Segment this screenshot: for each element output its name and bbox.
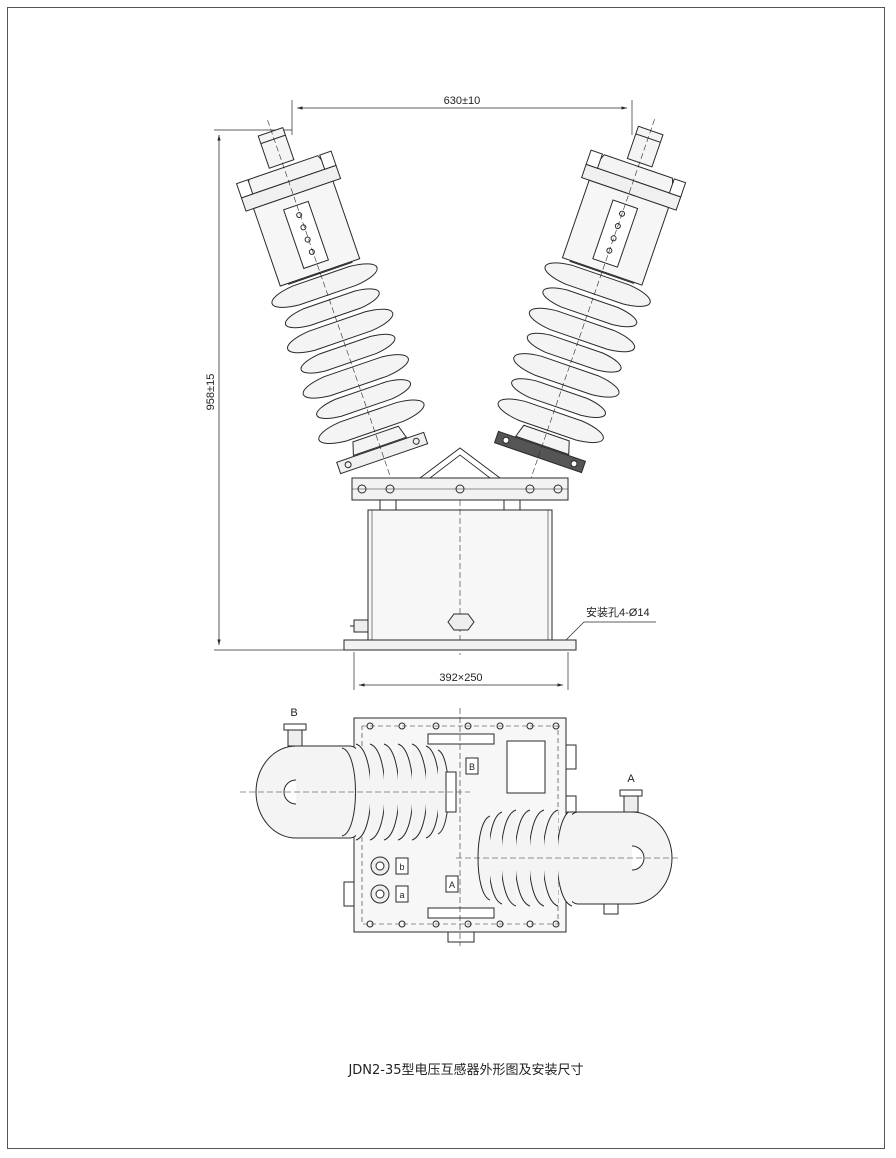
- top-width-dimension: 630±10: [291, 95, 633, 135]
- right-bushing: [493, 119, 687, 479]
- terminal-label-b: B: [290, 707, 297, 719]
- mount-hole-label: 安装孔4-Ø14: [586, 605, 650, 619]
- front-elevation: 958±15 630±10: [205, 95, 687, 690]
- plan-bushing-a: [456, 789, 680, 915]
- terminal-label-a: A: [627, 773, 635, 785]
- low-terminal-a: a: [399, 890, 404, 900]
- plan-view: B A b a B: [240, 707, 680, 946]
- base-dimension: 392×250: [353, 652, 569, 690]
- left-bushing: [235, 120, 429, 480]
- base-dimension-label: 392×250: [439, 672, 482, 684]
- top-width-label: 630±10: [444, 95, 481, 107]
- plan-bushing-b: [240, 723, 470, 841]
- plate-label-b: B: [469, 762, 475, 772]
- base-plate: [343, 639, 577, 651]
- height-dimension-label: 958±15: [205, 374, 217, 411]
- low-terminal-b: b: [399, 862, 404, 872]
- plate-label-a: A: [449, 880, 455, 890]
- drawing-caption: JDN2-35型电压互感器外形图及安装尺寸: [347, 1062, 583, 1078]
